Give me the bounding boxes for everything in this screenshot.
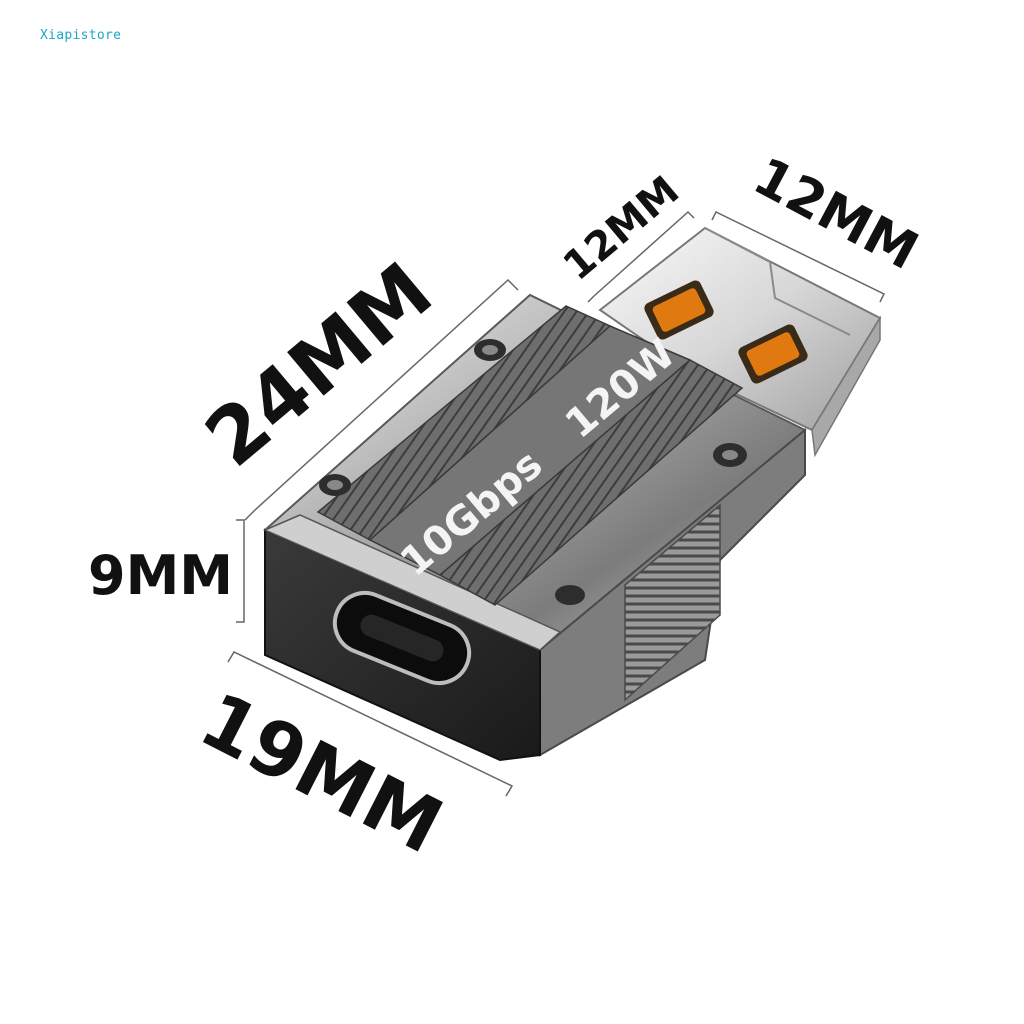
usb-a-plug-icon xyxy=(598,226,882,458)
screw-icon xyxy=(474,339,506,361)
dimension-lines xyxy=(227,210,886,797)
screw-icon xyxy=(713,443,747,467)
plug-contact-right xyxy=(738,324,808,384)
screw-icon xyxy=(319,474,351,496)
plug-contact-left xyxy=(644,280,714,340)
store-watermark: Xiapistore xyxy=(40,28,122,43)
screw-icon xyxy=(555,585,585,605)
adapter-body xyxy=(263,293,807,762)
dimension-height-label: 9MM xyxy=(88,544,233,607)
usb-c-port-icon xyxy=(332,591,472,685)
